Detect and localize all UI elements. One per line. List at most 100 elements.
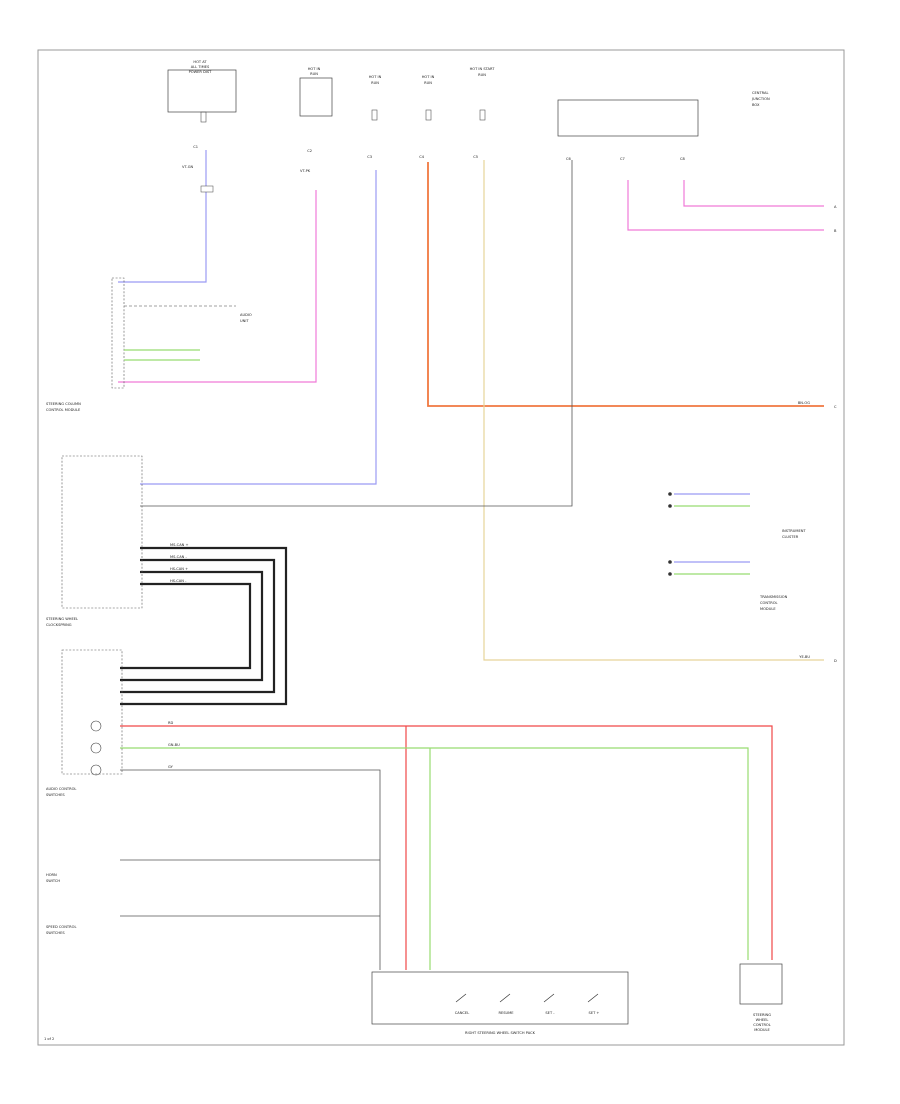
horn-sw-label-line1: HORN [46,873,57,877]
cruise-sw-label-line1: SPEED CONTROL [46,925,76,929]
switch-cancel: CANCEL [455,993,469,1015]
fuse-1-element [200,111,207,123]
switch-set-minus: SET - [543,993,555,1015]
clockspring-label-line2: CLOCKSPRING [46,623,72,627]
wire-gray-2 [120,769,381,970]
fuse-6-label-line1: CENTRAL [752,91,768,95]
fuse-5-label-line2: RUN [478,73,486,77]
fuse-1-label-line2: ALL TIMES [191,65,210,69]
connector-c6-label: C6 [566,157,572,161]
sccm-label-line2: CONTROL MODULE [46,408,81,412]
fuse-block-1: HOT AT ALL TIMES POWER DIST C1 [167,60,237,149]
fuse-5-label-line1: HOT IN START [470,67,496,71]
rsw-module-label-line2: WHEEL [756,1018,769,1022]
bus-label-4: HS-CAN - [170,579,187,583]
switch-resume-label: RESUME [498,1011,514,1015]
fuse-2-label-line2: RUN [310,72,318,76]
fuse-3-label-line2: RUN [371,81,379,85]
switch-set-plus-label: SET + [589,1011,600,1015]
rsw-module-label-line4: MODULE [754,1028,770,1032]
fuse-6-label-line3: BOX [752,103,760,107]
wire-red-label: RD [168,721,173,725]
offpage-connectors: A B C D [834,205,837,663]
audio-unit-label-line2: UNIT [240,319,249,323]
wire-tan-label: YE-BU [799,655,810,659]
tcm-label-line3: MODULE [760,607,776,611]
connector-c5-label: C5 [473,155,478,159]
tcm-label-line1: TRANSMISSION [759,595,788,599]
wire-green-label: GN-BU [168,743,180,747]
fuse-1-label-line1: HOT AT [193,60,207,64]
switch-set-plus: SET + [587,993,600,1015]
fuse-4-element [425,109,432,121]
wire-red [120,725,773,960]
ipc-label-line2: CLUSTER [782,535,799,539]
offpage-c: C [834,405,837,409]
fuse-block-3: HOT IN RUN C3 [367,75,381,159]
rsw-module-label-line1: STEERING [753,1013,771,1017]
clockspring-bus [120,546,288,706]
fuse-4-label-line2: RUN [424,81,432,85]
fuse-block-5: HOT IN START RUN C5 [470,67,496,159]
fuse-1-label-line3: POWER DIST [189,70,213,74]
audio-switches: AUDIO CONTROL SWITCHES [46,649,123,797]
ipc-label-line1: INSTRUMENT [782,529,806,533]
wire-green [120,747,749,960]
clockspring-label-line1: STEERING WHEEL [46,617,78,621]
switch-resume: RESUME [498,993,514,1015]
offpage-a: A [834,205,837,209]
rsw-module: STEERING WHEEL CONTROL MODULE [739,963,783,1032]
fuse-6-label-line2: JUNCTION [751,97,770,101]
wire-gray-1 [140,160,573,507]
tcm-block: TRANSMISSION CONTROL MODULE [668,560,788,611]
fuse-3-label-line1: HOT IN [369,75,382,79]
fuse-5-element [479,109,486,121]
instrument-cluster-block: INSTRUMENT CLUSTER [668,492,806,539]
sccm-label-line1: STEERING COLUMN [46,402,81,406]
wire-pink-2 [627,180,824,231]
connector-c7-label: C7 [620,157,625,161]
fuse-block-4: HOT IN RUN C4 [419,75,434,159]
offpage-d: D [834,659,837,663]
rsw-pack-label: RIGHT STEERING WHEEL SWITCH PACK [465,1031,536,1035]
fuse-block-2: HOT IN RUN C2 [299,67,333,153]
wire-pink-1 [118,190,317,383]
clockspring-module: STEERING WHEEL CLOCKSPRING [46,455,143,627]
bus-label-3: HS-CAN + [170,567,188,571]
audio-unit-label-line1: AUDIO [240,313,252,317]
wire-violet-label: VT-GN [182,165,194,169]
wire-orange [427,162,824,407]
wire-tan [483,160,824,661]
sccm-module: STEERING COLUMN CONTROL MODULE [46,277,125,412]
bus-label-1: MS-CAN + [170,543,189,547]
fuse-2-label-line1: HOT IN [308,67,321,71]
wire-pink-3 [683,180,824,207]
connector-c1-label: C1 [193,145,198,149]
wire-orange-label: BN-OG [798,401,810,405]
offpage-b: B [834,229,837,233]
fuse-3-element [371,109,378,121]
connector-c2-label: C2 [307,149,312,153]
bus-label-2: MS-CAN - [170,555,187,559]
audio-sw-label-line1: AUDIO CONTROL [46,787,76,791]
diagram-border [37,49,845,1046]
horn-sw-label-line2: SWITCH [46,879,60,883]
tcm-label-line2: CONTROL [760,601,778,605]
cruise-switches: SPEED CONTROL SWITCHES [46,925,76,935]
switch-set-minus-label: SET - [545,1011,555,1015]
wire-violet-2 [140,170,377,485]
wire-gray-label: GY [168,765,174,769]
wire-pink-label: VT-PK [300,169,311,173]
fuse-4-label-line1: HOT IN [422,75,435,79]
rsw-switch-pack: RIGHT STEERING WHEEL SWITCH PACK CANCEL … [371,971,629,1035]
fuse-block-6: CENTRAL JUNCTION BOX C6 C7 C8 [557,91,770,161]
connector-c3-label: C3 [367,155,372,159]
connector-c8-label: C8 [680,157,686,161]
page-reference: 1 of 2 [44,1037,54,1041]
audio-unit-block: AUDIO UNIT [124,305,252,361]
audio-sw-label-line2: SWITCHES [46,793,65,797]
wire-violet-1 [118,150,207,283]
cruise-sw-label-line2: SWITCHES [46,931,65,935]
